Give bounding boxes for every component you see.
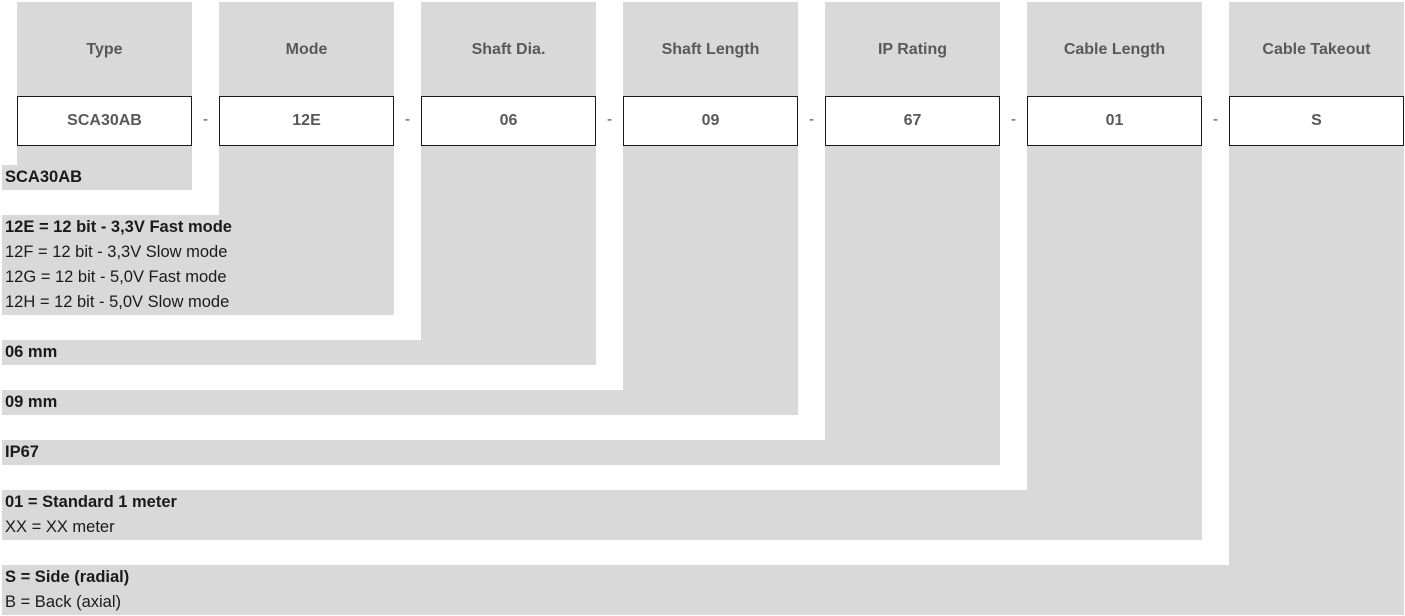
code-box-shaft-length: 09	[623, 96, 798, 146]
option-text-cable-takeout: S = Side (radial)	[5, 568, 130, 586]
code-separator: -	[405, 111, 410, 128]
option-text-ip-rating: IP67	[5, 443, 39, 461]
column-header-ip-rating: IP Rating	[877, 40, 948, 58]
code-box-ip-rating: 67	[825, 96, 1000, 146]
code-separator: -	[203, 111, 208, 128]
column-shaft-length	[623, 2, 798, 415]
column-header-cable-length: Cable Length	[1063, 40, 1166, 58]
column-header-type: Type	[86, 40, 123, 58]
column-header-cable-takeout: Cable Takeout	[1262, 40, 1371, 58]
code-box-cable-takeout: S	[1229, 96, 1404, 146]
code-separator: -	[607, 111, 612, 128]
column-header-mode: Mode	[285, 40, 328, 58]
code-box-type: SCA30AB	[17, 96, 192, 146]
option-text-mode: 12E = 12 bit - 3,3V Fast mode	[5, 218, 232, 236]
option-band-type	[2, 165, 192, 190]
code-separator: -	[1011, 111, 1016, 128]
column-shaft-dia	[421, 2, 596, 365]
code-separator: -	[809, 111, 814, 128]
option-band-shaft-dia	[2, 340, 596, 365]
option-text-cable-length: XX = XX meter	[5, 518, 115, 536]
option-band-ip-rating	[2, 440, 1000, 465]
code-box-cable-length: 01	[1027, 96, 1202, 146]
option-band-cable-takeout	[2, 565, 1404, 615]
option-band-mode	[2, 215, 394, 315]
option-band-cable-length	[2, 490, 1202, 540]
option-text-mode: 12F = 12 bit - 3,3V Slow mode	[5, 243, 228, 261]
option-text-mode: 12G = 12 bit - 5,0V Fast mode	[5, 268, 227, 286]
option-text-type: SCA30AB	[5, 168, 83, 186]
option-text-mode: 12H = 12 bit - 5,0V Slow mode	[5, 293, 230, 311]
option-text-shaft-dia: 06 mm	[5, 343, 58, 361]
code-box-shaft-dia: 06	[421, 96, 596, 146]
column-header-shaft-length: Shaft Length	[661, 40, 760, 58]
option-text-shaft-length: 09 mm	[5, 393, 58, 411]
code-separator: -	[1213, 111, 1218, 128]
code-box-mode: 12E	[219, 96, 394, 146]
option-text-cable-takeout: B = Back (axial)	[5, 593, 121, 611]
column-header-shaft-dia: Shaft Dia.	[471, 40, 546, 58]
column-cable-length	[1027, 2, 1202, 540]
column-ip-rating	[825, 2, 1000, 465]
option-band-shaft-length	[2, 390, 798, 415]
option-text-cable-length: 01 = Standard 1 meter	[5, 493, 177, 511]
